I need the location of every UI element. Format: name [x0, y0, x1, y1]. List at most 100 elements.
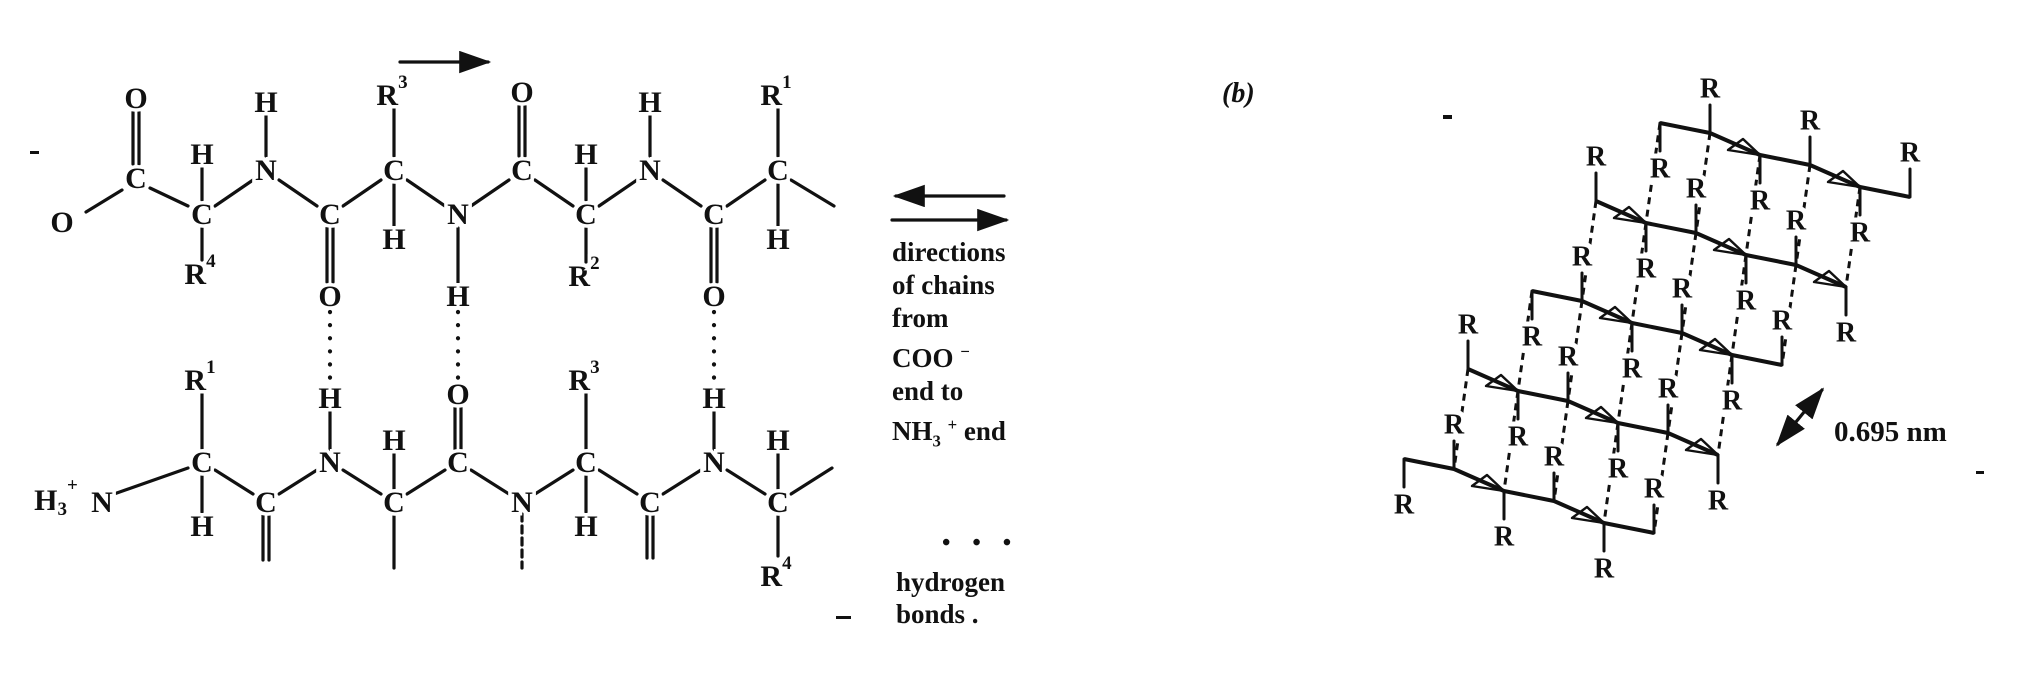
legend-line: hydrogen [896, 567, 1006, 597]
atom-label-C: C [447, 446, 469, 479]
r-group-label: R [1736, 286, 1757, 317]
r-group-label: R [1686, 174, 1707, 205]
sheet-strand [1531, 289, 1783, 367]
r-group-label: R [1750, 186, 1771, 217]
sheet-connector [1694, 132, 1712, 234]
atom-label-C: C [191, 446, 213, 479]
pleat-fold [1684, 437, 1720, 457]
legend-line: bonds . [896, 599, 979, 629]
atom-label-H: H3+ [34, 475, 78, 520]
legend-line-coo: COO − [892, 342, 970, 373]
ink-specks [30, 115, 1984, 619]
r-group-label: R [1836, 318, 1857, 349]
bond [277, 178, 319, 208]
atom-label-N: N [447, 198, 469, 231]
sheet-connector [1794, 164, 1812, 266]
legend-line-nh3: NH3 + end [892, 415, 1006, 451]
pleat-fold [1712, 237, 1748, 257]
pleat-fold [1612, 205, 1648, 225]
sheet-connector [1516, 290, 1534, 392]
bond [725, 468, 767, 496]
legend-line: of chains [892, 270, 995, 300]
r-group-label: R [1522, 322, 1543, 353]
r-group-label: R [1394, 490, 1415, 521]
bond [469, 468, 511, 496]
bond [533, 468, 575, 496]
sheet-connector [1680, 232, 1698, 334]
atom-label-H: H [446, 280, 469, 313]
bond [597, 468, 639, 496]
r-group-label: R [1586, 142, 1607, 173]
bond-lines [84, 104, 836, 570]
ink-speck [30, 151, 39, 154]
atom-label-N: N [255, 154, 277, 187]
sheet-connector [1630, 222, 1648, 324]
atom-label-C: C [767, 154, 789, 187]
r-group-label: R [1644, 474, 1665, 505]
r-group-label: R [1444, 410, 1465, 441]
sheet-connector [1730, 254, 1748, 356]
r-group-label: R [1700, 74, 1721, 105]
bond [341, 178, 383, 208]
r-group-label: R [1672, 274, 1693, 305]
pleat-fold [1584, 405, 1620, 425]
sheet-connector [1744, 154, 1762, 256]
r-group-label: R [1800, 106, 1821, 137]
ink-speck [836, 616, 851, 619]
atom-label-H: H [190, 138, 213, 171]
pleat-fold [1570, 505, 1606, 525]
atom-label-H: H [638, 86, 661, 119]
atom-label-R: R2 [568, 253, 599, 293]
bond [533, 178, 575, 208]
pleat-fold [1598, 305, 1634, 325]
r-group-label: R [1572, 242, 1593, 273]
atom-label-N: N [511, 486, 533, 519]
bond [148, 186, 190, 208]
atom-label-C: C [575, 446, 597, 479]
sheet-connector [1502, 390, 1520, 492]
bond [789, 466, 834, 496]
r-group-label: R [1772, 306, 1793, 337]
dimension-label: 0.695 nm [1834, 416, 1947, 448]
r-group-label: R [1594, 554, 1615, 585]
legend-line: end to [892, 376, 964, 406]
atom-label-C: C [383, 154, 405, 187]
atom-label-R: R4 [184, 251, 216, 291]
atom-label-H: H [574, 138, 597, 171]
atom-label-N: N [639, 154, 661, 187]
sheet-connector [1552, 400, 1570, 502]
ink-speck [1976, 471, 1984, 474]
r-group-label: R [1608, 454, 1629, 485]
atom-label-C: C [703, 198, 725, 231]
bond [469, 178, 511, 208]
sheet-connector [1844, 186, 1862, 288]
bond [661, 468, 703, 496]
atom-label-R: R3 [568, 357, 599, 397]
r-group-label: R [1650, 154, 1671, 185]
sheet-connector [1580, 200, 1598, 302]
bond [277, 468, 319, 496]
r-group-label: R [1458, 310, 1479, 341]
atom-label-O: O [510, 76, 533, 109]
r-group-label: R [1722, 386, 1743, 417]
atom-label-C: C [255, 486, 277, 519]
atom-label-C: C [319, 198, 341, 231]
atom-label-R: R1 [184, 357, 215, 397]
atom-label-R: R3 [376, 72, 407, 112]
sheet-connector [1780, 264, 1798, 366]
atom-label-C: C [125, 162, 147, 195]
atom-label-N: N [91, 486, 113, 519]
legend-line: from [892, 303, 949, 333]
atom-label-H: H [318, 382, 341, 415]
legend-line: directions [892, 237, 1006, 267]
sheet-strand [1403, 457, 1655, 535]
atom-label-C: C [639, 486, 661, 519]
atom-label-H: H [190, 510, 213, 543]
sheet-connector [1652, 432, 1670, 534]
atom-label-H: H [382, 223, 405, 256]
atom-label-N: N [703, 446, 725, 479]
direction-arrows [398, 50, 1825, 447]
